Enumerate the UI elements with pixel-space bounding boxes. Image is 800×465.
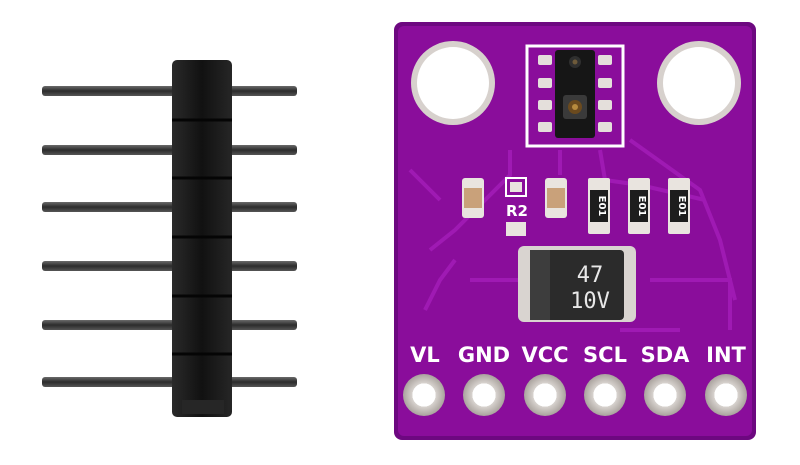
pin-pads xyxy=(403,374,747,416)
header-pins xyxy=(42,86,297,387)
resistor-code: E01 xyxy=(676,196,687,217)
pin-pad xyxy=(644,374,686,416)
header-pin xyxy=(42,86,297,96)
smd-resistor: E01 xyxy=(668,178,690,234)
resistor-label: R2 xyxy=(506,202,528,220)
header-pin xyxy=(42,377,297,387)
smd-resistor: E01 xyxy=(588,178,610,234)
tantalum-capacitor: 47 10V xyxy=(518,246,636,322)
resistor-code: E01 xyxy=(596,196,607,217)
header-pin xyxy=(42,145,297,155)
pin-label-int: INT xyxy=(706,343,746,367)
pin-header-icon xyxy=(42,60,297,417)
pin-label-vcc: VCC xyxy=(521,343,568,367)
ir-sensor-chip-icon xyxy=(525,44,625,148)
pin-pad xyxy=(524,374,566,416)
smd-capacitor xyxy=(462,178,484,218)
smd-resistor: E01 xyxy=(628,178,650,234)
pin-pad xyxy=(403,374,445,416)
pcb xyxy=(398,26,752,436)
header-pin xyxy=(42,261,297,271)
sensor-board: R2 E01 E01 E01 47 10V VL xyxy=(394,22,756,440)
header-plastic xyxy=(172,60,232,417)
pin-pad xyxy=(705,374,747,416)
pin-label-vl: VL xyxy=(410,343,440,367)
header-pin xyxy=(42,202,297,212)
mounting-hole-right xyxy=(657,41,741,125)
smd-capacitor xyxy=(545,178,567,218)
pin-label-sda: SDA xyxy=(641,343,691,367)
r2-footprint: R2 xyxy=(505,177,528,236)
capacitor-value: 47 xyxy=(577,263,604,288)
capacitor-voltage: 10V xyxy=(570,289,610,314)
pin-pad xyxy=(584,374,626,416)
pin-label-gnd: GND xyxy=(458,343,510,367)
header-pin xyxy=(42,320,297,330)
mounting-hole-left xyxy=(411,41,495,125)
resistor-code: E01 xyxy=(636,196,647,217)
pin-labels: VL GND VCC SCL SDA INT xyxy=(410,343,746,367)
pin-label-scl: SCL xyxy=(583,343,627,367)
pin-pad xyxy=(463,374,505,416)
